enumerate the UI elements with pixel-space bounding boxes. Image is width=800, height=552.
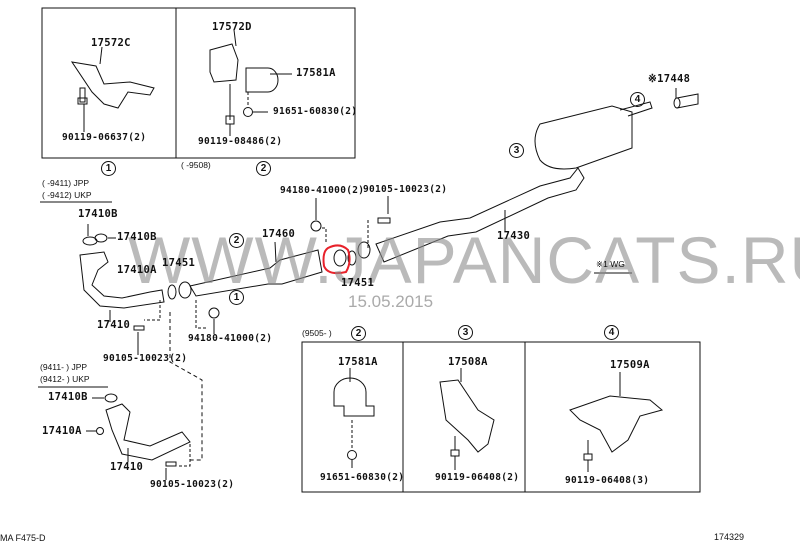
part-91651-60830[interactable]: 91651-60830(2) bbox=[320, 472, 405, 483]
part-17509a[interactable]: 17509A bbox=[610, 359, 650, 371]
part-17410b[interactable]: 17410B bbox=[78, 208, 118, 220]
part-17410b[interactable]: 17410B bbox=[117, 231, 157, 243]
part-90119-06408[interactable]: 90119-06408(3) bbox=[565, 475, 650, 486]
bracket-17572d bbox=[209, 43, 239, 83]
bracket-17509a bbox=[569, 395, 664, 453]
range-ukp: (9412- ) UKP bbox=[40, 374, 90, 384]
part-17410a[interactable]: 17410A bbox=[42, 425, 82, 437]
date-stamp: 15.05.2015 bbox=[348, 292, 434, 311]
bracket-17572c bbox=[70, 61, 155, 109]
part-90119-08486[interactable]: 90119-08486(2) bbox=[198, 136, 283, 147]
part-17451[interactable]: 17451 bbox=[162, 257, 196, 269]
wg-note: ※1 WG bbox=[596, 259, 625, 269]
box-b4-frame bbox=[524, 341, 701, 493]
ref-circle-4: 4 bbox=[630, 92, 645, 107]
box-2-frame bbox=[175, 7, 356, 159]
ref-circle-3: 3 bbox=[458, 325, 473, 340]
part-17410[interactable]: 17410 bbox=[97, 319, 131, 331]
part-90119-06408[interactable]: 90119-06408(2) bbox=[435, 472, 520, 483]
part-17572c[interactable]: 17572C bbox=[91, 37, 131, 49]
part-17448[interactable]: ※17448 bbox=[648, 73, 691, 85]
hanger-17581a-b bbox=[333, 377, 375, 417]
part-17410[interactable]: 17410 bbox=[110, 461, 144, 473]
ref-circle-2: 2 bbox=[256, 161, 271, 176]
part-17410a[interactable]: 17410A bbox=[117, 264, 157, 276]
part-17410b[interactable]: 17410B bbox=[48, 391, 88, 403]
part-90119-06637[interactable]: 90119-06637(2) bbox=[62, 132, 147, 143]
ref-circle-2: 2 bbox=[351, 326, 366, 341]
part-94180-41000[interactable]: 94180-41000(2) bbox=[188, 333, 273, 344]
highlight-circle bbox=[322, 244, 351, 275]
watermark: WWW.JAPANCATS.RU bbox=[128, 223, 800, 297]
part-91651-60830[interactable]: 91651-60830(2) bbox=[273, 106, 358, 117]
range-note: ( -9508) bbox=[181, 160, 211, 170]
ref-circle-3: 3 bbox=[509, 143, 524, 158]
part-17581a[interactable]: 17581A bbox=[338, 356, 378, 368]
range-jpp: (9411- ) JPP bbox=[40, 362, 88, 372]
part-17451[interactable]: 17451 bbox=[341, 277, 375, 289]
hanger-17581a bbox=[245, 67, 279, 93]
diagram-code: MA F475-D bbox=[0, 533, 46, 543]
part-17430[interactable]: 17430 bbox=[497, 230, 531, 242]
ref-circle-1: 1 bbox=[101, 161, 116, 176]
bracket-17508a bbox=[439, 379, 495, 453]
ref-circle-1: 1 bbox=[229, 290, 244, 305]
center-pipe-17430 bbox=[375, 167, 585, 263]
range-note: (9505- ) bbox=[302, 328, 332, 338]
part-17460[interactable]: 17460 bbox=[262, 228, 296, 240]
front-pipe-17410 bbox=[79, 251, 165, 309]
front-pipe-17410-lower bbox=[105, 403, 191, 461]
part-17508a[interactable]: 17508A bbox=[448, 356, 488, 368]
ref-circle-4: 4 bbox=[604, 325, 619, 340]
part-17581a[interactable]: 17581A bbox=[296, 67, 336, 79]
part-94180-41000[interactable]: 94180-41000(2) bbox=[280, 185, 365, 196]
converter-17460 bbox=[189, 249, 323, 297]
part-17572d[interactable]: 17572D bbox=[212, 21, 252, 33]
diagram-number: 174329 bbox=[714, 532, 745, 542]
part-90105-10023[interactable]: 90105-10023(2) bbox=[150, 479, 235, 490]
muffler bbox=[534, 105, 633, 170]
ref-circle-2: 2 bbox=[229, 233, 244, 248]
range-jpp: ( -9411) JPP bbox=[42, 178, 90, 188]
part-90105-10023[interactable]: 90105-10023(2) bbox=[103, 353, 188, 364]
part-90105-10023[interactable]: 90105-10023(2) bbox=[363, 184, 448, 195]
range-ukp: ( -9412) UKP bbox=[42, 190, 92, 200]
